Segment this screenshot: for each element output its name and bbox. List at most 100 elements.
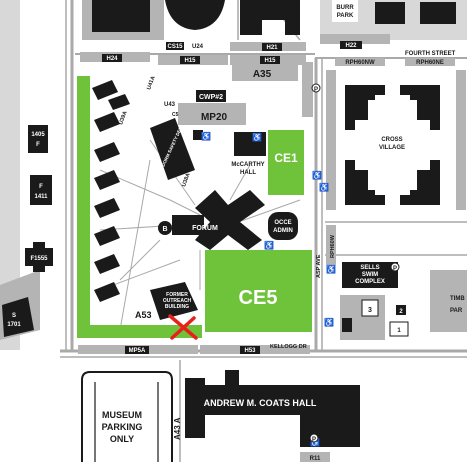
parking-markers: P P P xyxy=(309,83,400,443)
tag-h53-label: H53 xyxy=(244,348,256,354)
building-1411-shape xyxy=(30,175,52,205)
dorm-7 xyxy=(94,254,120,274)
tag-h53: H53 xyxy=(240,346,260,354)
building-mp20-small xyxy=(193,130,203,140)
zone-ce1-label: CE1 xyxy=(274,151,298,165)
zone-ce1: CE1 xyxy=(268,130,304,195)
burr-park: BURR PARK xyxy=(320,0,467,44)
dorm-5 xyxy=(94,198,120,218)
village-a-label: A xyxy=(359,98,366,108)
parking-icon-p: P xyxy=(393,266,397,272)
tag-mp5a-box xyxy=(125,346,149,354)
sells-swim-line2: SWIM xyxy=(362,272,378,278)
road-kellogg-label: KELLOGG DR xyxy=(270,344,307,350)
tag-cs15: CS15 xyxy=(166,42,184,50)
building-1405: 1405 F xyxy=(28,125,48,153)
lot-rph60w-area xyxy=(326,225,336,265)
occe-admin-shape xyxy=(268,212,298,240)
dorm-1 xyxy=(92,80,118,100)
tag-h15b-label: H15 xyxy=(264,58,276,64)
mccarthy-hall: McCARTHY HALL xyxy=(231,132,266,176)
tag-cs15-box xyxy=(166,42,184,50)
timber-park: TIMB PAR xyxy=(430,270,467,332)
tag-h21-box xyxy=(262,43,282,51)
village-b-label: B xyxy=(429,98,436,108)
lot-r11: R11 xyxy=(300,452,330,462)
cross-village: RPH60NW RPH60NE A B C D CROSS VILLAGE xyxy=(326,58,466,210)
green-zone-left-vertical xyxy=(77,76,90,338)
occe-admin-line1: OCCE xyxy=(274,220,291,226)
building-3-box xyxy=(361,299,379,317)
lot-vertical-right xyxy=(302,62,313,117)
former-outreach-shape xyxy=(150,282,198,320)
tag-h15a: H15 xyxy=(180,56,200,64)
tri-dorm-building: TRI DORM SAFETY DEPT xyxy=(150,118,195,180)
accessible-icon: ♿ xyxy=(319,182,329,192)
tag-h22-box xyxy=(340,41,362,49)
village-block-b xyxy=(400,85,440,130)
cross-village-lot-left xyxy=(326,70,336,210)
building-a35: A35 xyxy=(232,64,298,81)
parking-icon-p: P xyxy=(314,87,318,93)
parking-icon xyxy=(309,433,319,443)
coats-hall: ANDREW M. COATS HALL xyxy=(185,370,360,447)
label-u24: U24 xyxy=(192,44,204,50)
red-x-stroke-2 xyxy=(170,316,196,340)
zone-ce5: CE5 xyxy=(205,250,312,332)
top-right-building xyxy=(240,0,300,35)
museum-parking-outline xyxy=(81,371,173,462)
building-b-label: B xyxy=(162,226,167,233)
building-s1701: S 1701 xyxy=(2,297,34,337)
tag-rph60nw-area xyxy=(335,58,385,66)
cross-village-lot-right xyxy=(456,70,466,210)
dorm-4 xyxy=(94,170,120,190)
label-u43-vis: U43 xyxy=(164,102,176,108)
accessible-icon: ♿ xyxy=(326,264,336,274)
occe-admin: OCCE ADMIN xyxy=(268,212,298,240)
tag-h15b-box xyxy=(260,56,280,64)
tag-mp5a-label: MP5A xyxy=(129,348,146,354)
label-u41a: U41A xyxy=(146,75,156,90)
sells-swim-line3: COMPLEX xyxy=(355,279,385,285)
building-a35-label: A35 xyxy=(253,69,272,80)
tag-h24-box xyxy=(102,54,122,62)
building-3-label: 3 xyxy=(368,307,372,314)
tag-h22: H22 xyxy=(340,41,362,49)
building-1405-line1: 1405 xyxy=(31,132,45,138)
village-c-label: C xyxy=(359,170,366,180)
tag-h24-label: H24 xyxy=(106,56,118,62)
sells-swim-shape xyxy=(342,262,398,288)
building-s1701-shape xyxy=(2,297,34,337)
building-s1701-line1: S xyxy=(12,313,16,319)
dorm-2 xyxy=(94,112,120,132)
zone-ce5-area xyxy=(205,250,312,332)
tag-h53-box xyxy=(240,346,260,354)
label-c5-small: C5 xyxy=(172,112,179,118)
museum-parking-line2: PARKING xyxy=(102,422,143,432)
building-1411-line2: 1411 xyxy=(34,194,48,200)
building-2-label: 2 xyxy=(399,309,403,315)
building-a35-shape xyxy=(232,64,298,81)
former-outreach-line3: BUILDING xyxy=(165,304,189,310)
tag-rph60ne-label: RPH60NE xyxy=(416,60,444,66)
building-2-box xyxy=(396,305,406,315)
building-cwp2: CWP#2 xyxy=(196,90,226,102)
timber-park-line2: PAR xyxy=(450,308,463,314)
accessible-icon: ♿ xyxy=(252,132,262,142)
road-fourth-street-label: FOURTH STREET xyxy=(405,51,456,57)
cross-village-line2: VILLAGE xyxy=(379,145,405,151)
building-1-box xyxy=(389,321,409,337)
green-zone-left-bottom xyxy=(77,325,202,338)
village-block-a xyxy=(345,85,385,130)
building-a53-label: A53 xyxy=(135,310,152,320)
building-1405-line2: F xyxy=(36,142,40,148)
building-1411-line1: F xyxy=(39,184,43,190)
top-arena xyxy=(165,0,225,30)
zone-ce1-area xyxy=(268,130,304,195)
small-buildings-right: 3 2 1 xyxy=(340,295,409,340)
museum-parking: MUSEUM PARKING ONLY A43 A xyxy=(81,371,182,462)
accessible-icon: ♿ xyxy=(312,170,322,180)
dorm-6 xyxy=(94,226,120,246)
village-block-c xyxy=(345,160,385,205)
forum-building: FORUM B xyxy=(158,190,265,250)
